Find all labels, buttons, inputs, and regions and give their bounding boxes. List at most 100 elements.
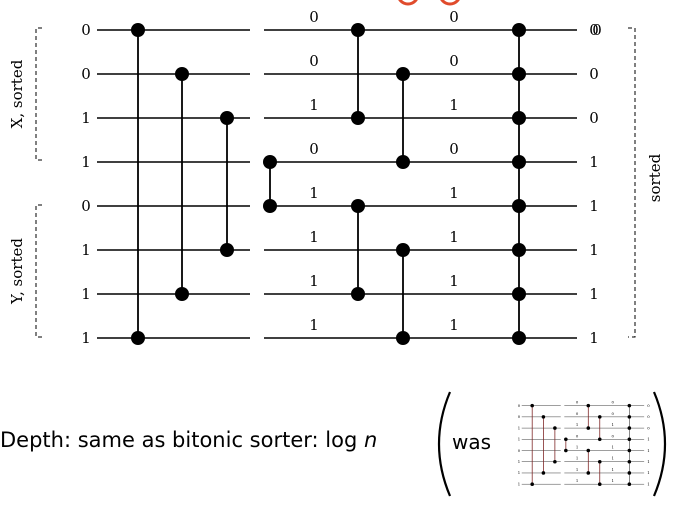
comparator-0-top-node xyxy=(530,403,534,408)
depth-caption: Depth: same as bitonic sorter: log n xyxy=(0,428,377,452)
comparator-3-bottom-node xyxy=(564,448,568,453)
mid2-value-1: 0 xyxy=(612,411,615,416)
label-x-sorted: X, sorted xyxy=(8,59,26,128)
output-value-6: 1 xyxy=(589,285,599,303)
mid2-value-0: 0 xyxy=(449,8,459,26)
mid2-value-3: 0 xyxy=(449,140,459,158)
final-column-node-7 xyxy=(512,331,526,345)
input-value-1: 0 xyxy=(518,414,521,419)
final-column-node-4 xyxy=(627,448,632,453)
mid1-value-7: 1 xyxy=(576,478,578,483)
final-column-node-3 xyxy=(627,437,632,442)
comparator-4-bottom-node xyxy=(351,111,365,125)
comparator-6-top-node xyxy=(396,67,410,81)
final-column-node-5 xyxy=(627,459,632,464)
mid2-value-5: 1 xyxy=(449,228,459,246)
mid2-value-0: 0 xyxy=(612,400,615,405)
output-value-1: 0 xyxy=(589,65,599,83)
mid2-value-2: 1 xyxy=(612,422,614,427)
mid1-value-6: 1 xyxy=(576,467,578,472)
comparator-5-top-node xyxy=(586,448,591,453)
comparator-5-bottom-node xyxy=(351,287,365,301)
mid1-value-7: 1 xyxy=(309,316,319,334)
mid2-value-4: 1 xyxy=(449,184,459,202)
output-value-3: 1 xyxy=(589,153,599,171)
input-value-4: 0 xyxy=(81,197,91,215)
final-column-node-7 xyxy=(627,482,632,486)
output-value-5: 1 xyxy=(589,241,599,259)
final-column-node-2 xyxy=(512,111,526,125)
mid2-value-4: 1 xyxy=(612,444,614,449)
comparator-7-top-node xyxy=(597,459,602,464)
mid2-value-7: 1 xyxy=(449,316,459,334)
mid1-value-6: 1 xyxy=(309,272,319,290)
depth-caption-text: Depth: same as bitonic sorter: log xyxy=(0,428,364,452)
output-value-3: 1 xyxy=(647,437,649,442)
output-value-6: 1 xyxy=(647,470,649,475)
final-column-node-5 xyxy=(512,243,526,257)
was-label: was xyxy=(452,430,492,454)
final-column-node-0 xyxy=(627,403,632,408)
comparator-1-top-node xyxy=(541,415,546,419)
final-column-node-2 xyxy=(627,426,632,430)
final-column-node-3 xyxy=(512,155,526,169)
input-value-6: 1 xyxy=(81,285,91,303)
comparator-3-top-node xyxy=(263,155,277,169)
comparator-3-bottom-node xyxy=(263,199,277,213)
label-y-sorted: Y, sorted xyxy=(8,238,26,305)
comparator-4-top-node xyxy=(351,23,365,37)
output-value-0: 0 xyxy=(589,21,599,39)
comparator-1-top-node xyxy=(175,67,189,81)
input-value-0: 0 xyxy=(81,21,91,39)
comparator-6-bottom-node xyxy=(396,155,410,169)
final-column-node-6 xyxy=(512,287,526,301)
mid2-value-2: 1 xyxy=(449,96,459,114)
right-parenthesis xyxy=(652,391,667,497)
input-value-5: 1 xyxy=(81,241,91,259)
mid1-value-2: 1 xyxy=(576,422,578,427)
output-value-2: 0 xyxy=(589,109,599,127)
comparator-2-top-node xyxy=(553,426,557,430)
bracket-sorted xyxy=(628,27,636,338)
output-value-0-overlap: 0 xyxy=(592,21,602,39)
final-column-node-1 xyxy=(627,415,632,419)
output-value-4: 1 xyxy=(589,197,599,215)
input-value-7: 1 xyxy=(81,329,91,347)
comparator-1-bottom-node xyxy=(541,471,546,475)
comparator-4-bottom-node xyxy=(586,426,591,430)
comparator-2-bottom-node xyxy=(220,243,234,257)
comparator-6-bottom-node xyxy=(597,437,602,442)
mid1-value-1: 0 xyxy=(309,52,319,70)
final-column-node-0 xyxy=(512,23,526,37)
mid2-value-6: 1 xyxy=(449,272,459,290)
output-value-7: 1 xyxy=(647,481,649,486)
mid1-value-5: 1 xyxy=(309,228,319,246)
output-value-4: 1 xyxy=(647,448,649,453)
comparator-7-bottom-node xyxy=(597,482,602,486)
mid1-value-2: 1 xyxy=(309,96,319,114)
mid1-value-3: 0 xyxy=(309,140,319,158)
network-wires xyxy=(97,29,577,339)
mid2-value-3: 0 xyxy=(612,433,615,438)
final-column-node-6 xyxy=(627,471,632,475)
mid1-value-1: 0 xyxy=(576,411,579,416)
input-value-3: 1 xyxy=(518,437,520,442)
mid1-value-4: 1 xyxy=(576,444,578,449)
input-value-4: 0 xyxy=(518,448,521,453)
mid2-value-7: 1 xyxy=(612,478,614,483)
network-comparators xyxy=(131,23,526,345)
bracket-x-sorted xyxy=(35,27,42,161)
mid2-value-6: 1 xyxy=(612,467,614,472)
mid1-value-3: 0 xyxy=(576,433,579,438)
mid1-value-5: 1 xyxy=(576,456,578,461)
input-value-3: 1 xyxy=(81,153,91,171)
comparator-2-top-node xyxy=(220,111,234,125)
red-mark-right xyxy=(440,0,460,6)
comparator-1-bottom-node xyxy=(175,287,189,301)
input-value-0: 0 xyxy=(518,403,521,408)
red-mark-left xyxy=(398,0,418,6)
input-value-5: 1 xyxy=(518,459,520,464)
